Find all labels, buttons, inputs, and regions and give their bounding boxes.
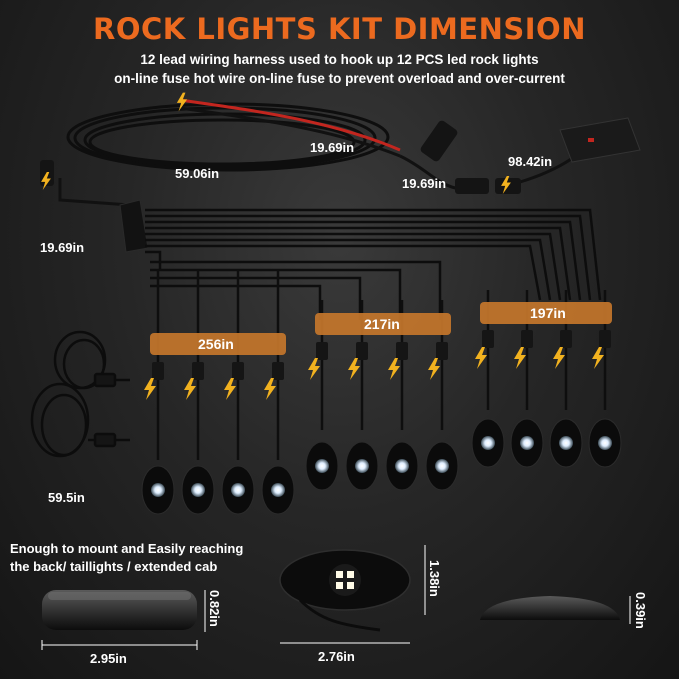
mount-note-line-2: the back/ taillights / extended cab [10, 559, 218, 574]
dim-harness-lead: 59.06in [175, 166, 220, 181]
subtitle-line-1: 12 lead wiring harness used to hook up 1… [140, 52, 539, 67]
mount-note: Enough to mount and Easily reaching the … [10, 540, 243, 576]
dim-extension: 59.5in [48, 490, 85, 505]
mount-note-line-1: Enough to mount and Easily reaching [10, 541, 244, 556]
drop-connectors [152, 330, 611, 380]
pod-closeup [279, 545, 426, 644]
harness-bundle [145, 208, 602, 320]
dim-switch-wire: 98.42in [508, 154, 553, 169]
page-title: ROCK LIGHTS KIT DIMENSION [93, 12, 586, 46]
dim-wire-top: 19.69in [310, 140, 355, 155]
dim-pod-width: 2.76in [318, 649, 355, 664]
dim-fuse-wire: 19.69in [402, 176, 447, 191]
dim-pod-height: 1.38in [427, 560, 442, 597]
pod-side-view [480, 596, 631, 624]
fuse-leads [58, 98, 602, 207]
dim-side-height: 0.39in [633, 592, 648, 629]
dim-base-height: 0.82in [207, 590, 222, 627]
mounting-base [41, 590, 206, 650]
group-left-label: 256in [198, 336, 234, 352]
switch-box-icon [559, 117, 641, 163]
led-pod-icon [141, 418, 622, 515]
harness-hub [119, 199, 149, 253]
group-middle-label: 217in [364, 316, 400, 332]
group-bands [150, 302, 612, 355]
group-right-label: 197in [530, 305, 566, 321]
dim-base-width: 2.95in [90, 651, 127, 666]
cable-coil-icon [30, 330, 130, 458]
subtitle-line-2: on-line fuse hot wire on-line fuse to pr… [114, 71, 565, 86]
dim-hub-wire: 19.69in [40, 240, 85, 255]
